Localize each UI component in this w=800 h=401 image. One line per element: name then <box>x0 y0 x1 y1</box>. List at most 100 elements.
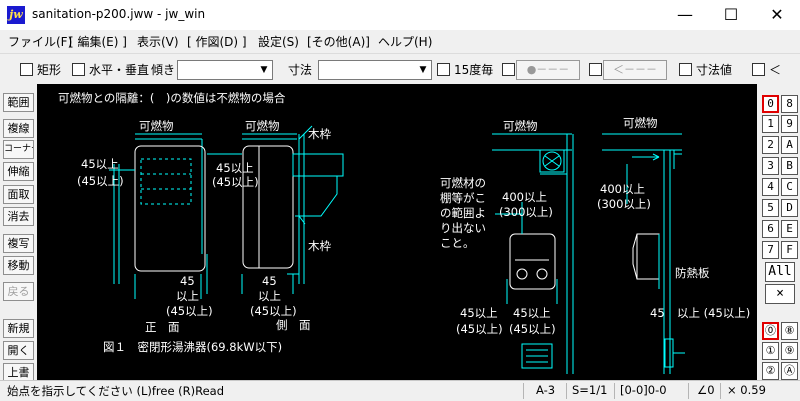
layer-group-9-button[interactable]: ⑨ <box>781 342 798 360</box>
layer-all-button[interactable]: All <box>765 262 795 282</box>
status-paper-size[interactable]: A-3 <box>536 383 556 397</box>
maximize-button[interactable]: ☐ <box>723 5 739 24</box>
tool-open[interactable]: 開く <box>3 341 34 360</box>
line-pattern1-button[interactable]: ●－－－ <box>516 60 580 80</box>
layer-group-1-button[interactable]: ① <box>762 342 779 360</box>
tool-corner[interactable]: コーナー <box>3 140 34 159</box>
layer-group-0-button[interactable]: ⓪ <box>762 322 779 340</box>
menu-other[interactable]: [その他(A)] <box>307 35 370 49</box>
dim-45-c-2: 以上 <box>176 289 199 303</box>
pattern2-checkbox[interactable] <box>589 63 602 76</box>
tool-offset-line[interactable]: 複線 <box>3 119 34 138</box>
deg15-checkbox[interactable] <box>437 63 450 76</box>
layer-e-button[interactable]: E <box>781 220 798 238</box>
extra-checkbox[interactable] <box>752 63 765 76</box>
drawing-canvas[interactable]: 可燃物との隔離：( )の数値は不燃物の場合 可燃物 可燃物 木枠 木枠 45以上… <box>37 84 757 380</box>
layer-0-button[interactable]: 0 <box>762 95 779 113</box>
label-combustible-3: 可燃物 <box>503 119 538 133</box>
close-button[interactable]: ✕ <box>770 5 784 24</box>
title-bar: jw sanitation-p200.jww - jw_win — ☐ ✕ <box>0 0 800 30</box>
dim-45-e-paren: (45以上) <box>456 322 503 336</box>
minimize-button[interactable]: — <box>677 5 693 24</box>
dim-400-a: 400以上 <box>502 190 547 204</box>
layer-5-button[interactable]: 5 <box>762 199 779 217</box>
dimval-checkbox[interactable] <box>679 63 692 76</box>
window-title: sanitation-p200.jww - jw_win <box>32 7 206 21</box>
tool-new[interactable]: 新規 <box>3 319 34 338</box>
line-pattern2-button[interactable]: ＜－－－ <box>603 60 667 80</box>
dim-45-d-1: 45 <box>262 274 277 288</box>
dim-45-c-1: 45 <box>180 274 195 288</box>
chevron-down-icon[interactable]: ▼ <box>419 65 427 75</box>
layer-group-8-button[interactable]: ⑧ <box>781 322 798 340</box>
dim-45-c-3: (45以上) <box>166 304 213 318</box>
menu-file[interactable]: ファイル(F) <box>8 35 73 49</box>
status-zoom[interactable]: × 0.59 <box>727 383 766 397</box>
tool-copy[interactable]: 複写 <box>3 234 34 253</box>
label-heat-shield: 防熱板 <box>675 266 710 280</box>
drawing-header: 可燃物との隔離：( )の数値は不燃物の場合 <box>58 91 286 105</box>
layer-1-button[interactable]: 1 <box>762 115 779 133</box>
label-combustible-2: 可燃物 <box>245 119 280 133</box>
dim-45-b: 45以上 <box>216 161 254 175</box>
rect-label: 矩形 <box>37 63 62 77</box>
tool-overwrite[interactable]: 上書 <box>3 363 34 382</box>
layer-8-button[interactable]: 8 <box>781 95 798 113</box>
layer-2-button[interactable]: 2 <box>762 136 779 154</box>
menu-help[interactable]: ヘルプ(H) <box>378 35 433 49</box>
dim-400-a-paren: (300以上) <box>499 205 553 219</box>
tool-chamfer[interactable]: 面取 <box>3 185 34 204</box>
menu-settings[interactable]: 設定(S) <box>258 35 299 49</box>
layer-4-button[interactable]: 4 <box>762 178 779 196</box>
dim-45-e: 45以上 <box>460 306 498 320</box>
rect-checkbox[interactable] <box>20 63 33 76</box>
tilt-label: 傾き <box>151 63 176 77</box>
tool-move[interactable]: 移動 <box>3 256 34 275</box>
layer-6-button[interactable]: 6 <box>762 220 779 238</box>
pattern1-checkbox[interactable] <box>502 63 515 76</box>
dim-45-g: 45 <box>650 306 665 320</box>
shelf-note-5: こと。 <box>440 236 475 250</box>
tool-erase[interactable]: 消去 <box>3 207 34 226</box>
layer-group-a-button[interactable]: Ⓐ <box>781 362 798 380</box>
layer-7-button[interactable]: 7 <box>762 241 779 259</box>
menu-edit[interactable]: [ 編集(E) ] <box>69 35 127 49</box>
horiz-vert-checkbox[interactable] <box>72 63 85 76</box>
tool-undo[interactable]: 戻る <box>3 282 34 301</box>
layer-b-button[interactable]: B <box>781 157 798 175</box>
label-front-view: 正 面 <box>145 320 180 334</box>
layer-a-button[interactable]: A <box>781 136 798 154</box>
menu-bar: ファイル(F) [ 編集(E) ] 表示(V) [ 作図(D) ] 設定(S) … <box>0 30 800 52</box>
layer-group-2-button[interactable]: ② <box>762 362 779 380</box>
chevron-down-icon[interactable]: ▼ <box>260 65 268 75</box>
dim-combo[interactable]: ▼ <box>318 60 432 80</box>
status-angle[interactable]: ∠0 <box>697 383 715 397</box>
status-divider <box>614 383 615 399</box>
dim-45-g-rest: 以上 (45以上) <box>677 306 751 320</box>
menu-view[interactable]: 表示(V) <box>137 35 179 49</box>
dim-45-d-2: 以上 <box>258 289 281 303</box>
status-divider <box>720 383 721 399</box>
tilt-combo[interactable]: ▼ <box>177 60 273 80</box>
status-scale[interactable]: S=1/1 <box>572 383 608 397</box>
label-wood-frame-2: 木枠 <box>308 239 331 253</box>
tool-stretch[interactable]: 伸縮 <box>3 162 34 181</box>
dim-45-a-paren: (45以上) <box>77 174 124 188</box>
dim-400-b: 400以上 <box>600 182 645 196</box>
layer-d-button[interactable]: D <box>781 199 798 217</box>
layer-c-button[interactable]: C <box>781 178 798 196</box>
menu-draw[interactable]: [ 作図(D) ] <box>187 35 247 49</box>
status-layer[interactable]: [0-0]0-0 <box>620 383 667 397</box>
layer-f-button[interactable]: F <box>781 241 798 259</box>
dim-45-a: 45以上 <box>81 157 119 171</box>
layer-9-button[interactable]: 9 <box>781 115 798 133</box>
jw-app-icon[interactable]: jw <box>7 6 25 24</box>
shelf-note-3: の範囲よ <box>440 206 486 220</box>
layer-3-button[interactable]: 3 <box>762 157 779 175</box>
horiz-vert-label: 水平・垂直 <box>89 63 150 77</box>
tool-range[interactable]: 範囲 <box>3 93 34 112</box>
shelf-note-2: 棚等がこ <box>440 191 486 205</box>
layer-x-button[interactable]: × <box>765 284 795 304</box>
shelf-note-4: り出ない <box>440 221 486 235</box>
label-wood-frame-1: 木枠 <box>308 127 331 141</box>
